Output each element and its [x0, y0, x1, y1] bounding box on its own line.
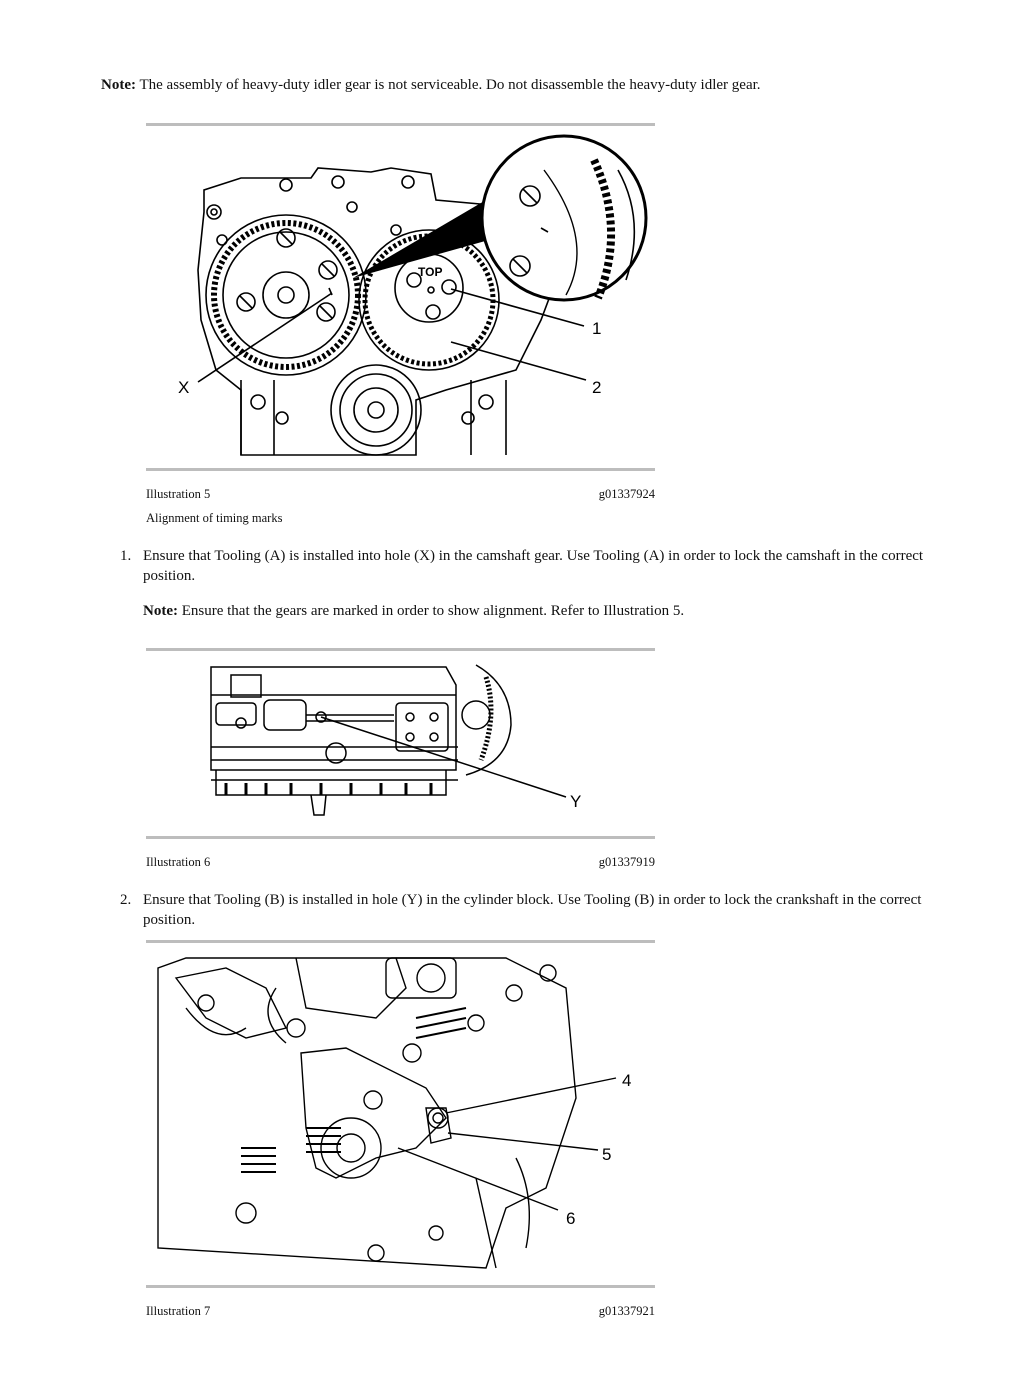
callout-1: 1 [592, 319, 601, 338]
illustration5-bottom-rule [146, 468, 655, 471]
illustration7-caption-id: g01337921 [598, 1304, 655, 1318]
illustration6-top-rule [146, 648, 655, 651]
step-1-text: Ensure that Tooling (A) is installed int… [143, 548, 924, 584]
callout-2: 2 [592, 378, 601, 397]
illustration5-caption-id: g01337924 [598, 487, 655, 501]
illustration5-top-rule [146, 123, 655, 126]
illustration5-top-label: TOP [418, 265, 442, 279]
illustration7-rocker-assembly-drawing: 4 5 6 [157, 957, 631, 1269]
illustration6-bottom-rule [146, 836, 655, 839]
step-1-note-label: Note: [143, 603, 178, 619]
illustration7-caption-number: Illustration 7 [146, 1304, 211, 1318]
callout-6: 6 [566, 1209, 575, 1228]
illustration6-caption-number: Illustration 6 [146, 855, 211, 869]
step-1: 1. Ensure that Tooling (A) is installed … [120, 547, 930, 587]
illustration5-caption-number: Illustration 5 [146, 487, 211, 501]
step-1-number: 1. [120, 548, 132, 564]
illustration5-caption-text: Alignment of timing marks [146, 511, 283, 525]
step-1-note-text: Ensure that the gears are marked in orde… [177, 603, 685, 619]
illustration5-timing-gears-drawing: TOP 1 2 X [178, 134, 648, 456]
step-2-number: 2. [120, 892, 132, 908]
step-1-note: Note: Ensure that the gears are marked i… [143, 603, 684, 620]
illustration7-bottom-rule [146, 1285, 655, 1288]
illustration6-cylinder-block-drawing: Y [210, 664, 581, 816]
note-heavy-duty-idler: Note: The assembly of heavy-duty idler g… [101, 77, 761, 94]
callout-x: X [178, 378, 189, 397]
callout-5: 5 [602, 1145, 611, 1164]
step-2: 2. Ensure that Tooling (B) is installed … [120, 891, 930, 931]
callout-y: Y [570, 792, 581, 811]
note-label: Note: [101, 77, 136, 93]
illustration7-top-rule [146, 940, 655, 943]
note-text: The assembly of heavy-duty idler gear is… [135, 77, 761, 93]
step-2-text: Ensure that Tooling (B) is installed in … [143, 892, 922, 928]
illustration6-caption-id: g01337919 [598, 855, 655, 869]
callout-4: 4 [622, 1071, 631, 1090]
